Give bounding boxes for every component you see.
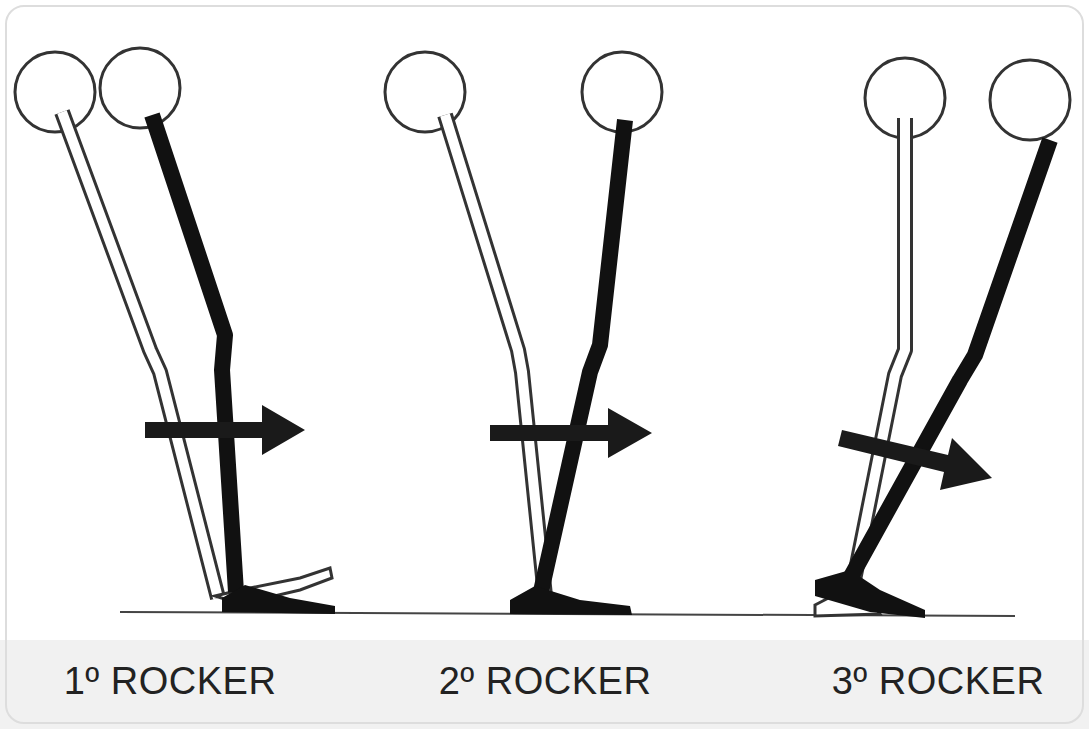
phase-label: 2º ROCKER — [439, 660, 652, 703]
label-band — [0, 640, 1089, 729]
leg-dark — [152, 115, 236, 592]
leg-outline — [62, 112, 218, 598]
foot-dark — [510, 586, 632, 615]
rocker-2-legs — [385, 52, 662, 615]
leg-light — [62, 112, 218, 598]
progression-arrow — [490, 408, 652, 458]
phase-label: 3º ROCKER — [832, 660, 1045, 703]
phase-label: 1º ROCKER — [64, 660, 277, 703]
progression-arrow — [145, 405, 305, 455]
femoral-head — [990, 60, 1070, 140]
frame — [6, 6, 1083, 723]
leg-dark — [540, 120, 625, 596]
foot-dark — [815, 570, 925, 618]
foot-dark — [222, 585, 335, 614]
leg-light — [445, 115, 545, 596]
progression-arrow — [838, 430, 992, 490]
femoral-head — [100, 48, 180, 128]
femoral-head — [15, 52, 95, 132]
rocker-1-legs — [15, 48, 335, 614]
rocker-3-legs — [815, 58, 1070, 618]
leg-outline — [445, 115, 545, 596]
leg-dark — [848, 140, 1050, 582]
